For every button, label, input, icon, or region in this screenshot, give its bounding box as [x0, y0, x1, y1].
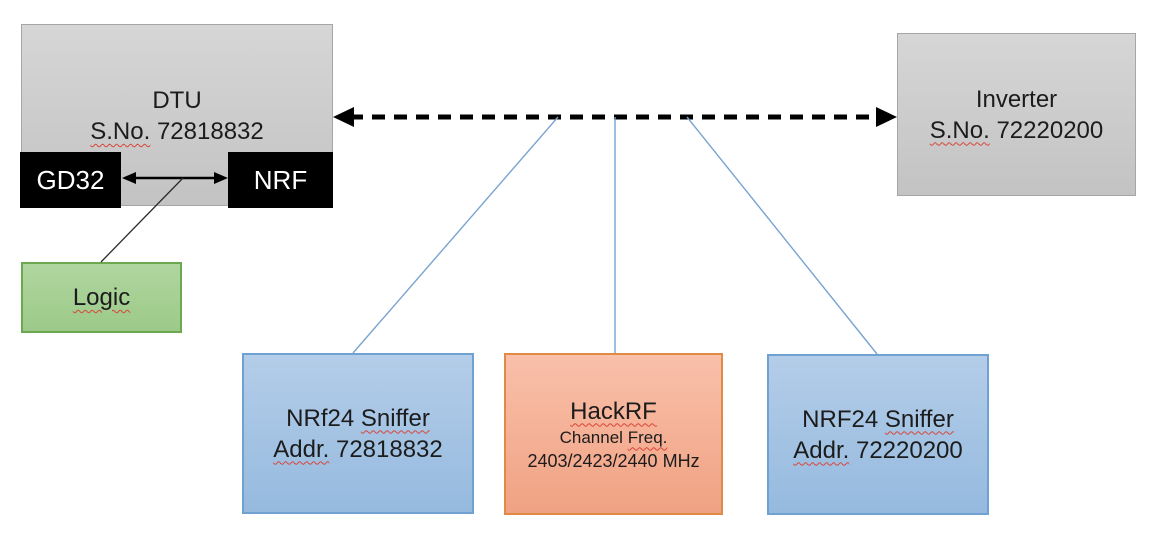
hackrf-channel-prefix: Channel — [559, 427, 623, 447]
inverter-serial-label: S.No. — [929, 116, 990, 144]
hackrf-channel-line: Channel Freq. — [560, 427, 668, 449]
sniffer-right-addr: Addr. 72220200 — [793, 435, 963, 466]
gd32-label: GD32 — [36, 164, 105, 195]
sniffer-left-name-prefix: NRf24 — [286, 404, 355, 432]
sniffer-left-addr: Addr. 72818832 — [273, 434, 443, 465]
arrowhead-left-icon — [333, 107, 354, 127]
sniffer-left-title: NRf24 Sniffer — [286, 403, 430, 434]
sniffer-right-node: NRF24 Sniffer Addr. 72220200 — [767, 354, 989, 515]
inverter-title: Inverter — [975, 85, 1058, 113]
sniffer-right-name-prefix: NRF24 — [802, 405, 879, 433]
hackrf-frequencies: 2403/2423/2440 MHz — [527, 450, 700, 471]
sniffer-left-node: NRf24 Sniffer Addr. 72818832 — [242, 353, 474, 514]
dtu-title: DTU — [152, 87, 202, 114]
nrf-label: NRF — [253, 164, 308, 195]
hackrf-channel-freq: Freq. — [627, 427, 668, 447]
inverter-node: Inverter S.No. 72220200 — [897, 33, 1136, 196]
sniffer-left-addr-label: Addr. — [273, 435, 330, 463]
logic-label: Logic — [72, 284, 131, 311]
sniffer-right-title: NRF24 Sniffer — [802, 404, 954, 435]
inverter-serial: S.No. 72220200 — [930, 115, 1103, 146]
hackrf-title: HackRF — [570, 397, 657, 425]
sniffer-right-addr-label: Addr. — [793, 436, 850, 464]
sniffer-left-addr-value: 72818832 — [335, 435, 443, 463]
dtu-serial-label: S.No. — [90, 118, 151, 145]
dtu-serial: S.No. 72818832 — [90, 116, 263, 147]
hackrf-node: HackRF Channel Freq. 2403/2423/2440 MHz — [504, 353, 723, 515]
sniffer-right-addr-value: 72220200 — [855, 436, 963, 464]
dtu-inverter-dashed-link — [333, 107, 897, 127]
logic-node: Logic — [21, 262, 182, 333]
nrf-chip: NRF — [228, 152, 333, 208]
sniffer-right-connector-line — [686, 116, 878, 355]
inverter-serial-value: 72220200 — [996, 116, 1104, 144]
sniffer-left-connector-line — [352, 116, 559, 354]
gd32-chip: GD32 — [20, 152, 121, 208]
sniffer-left-name-sniffer: Sniffer — [360, 404, 430, 432]
arrowhead-right-icon — [876, 107, 897, 127]
dtu-serial-value: 72818832 — [156, 118, 264, 145]
sniffer-right-name-sniffer: Sniffer — [884, 405, 954, 433]
